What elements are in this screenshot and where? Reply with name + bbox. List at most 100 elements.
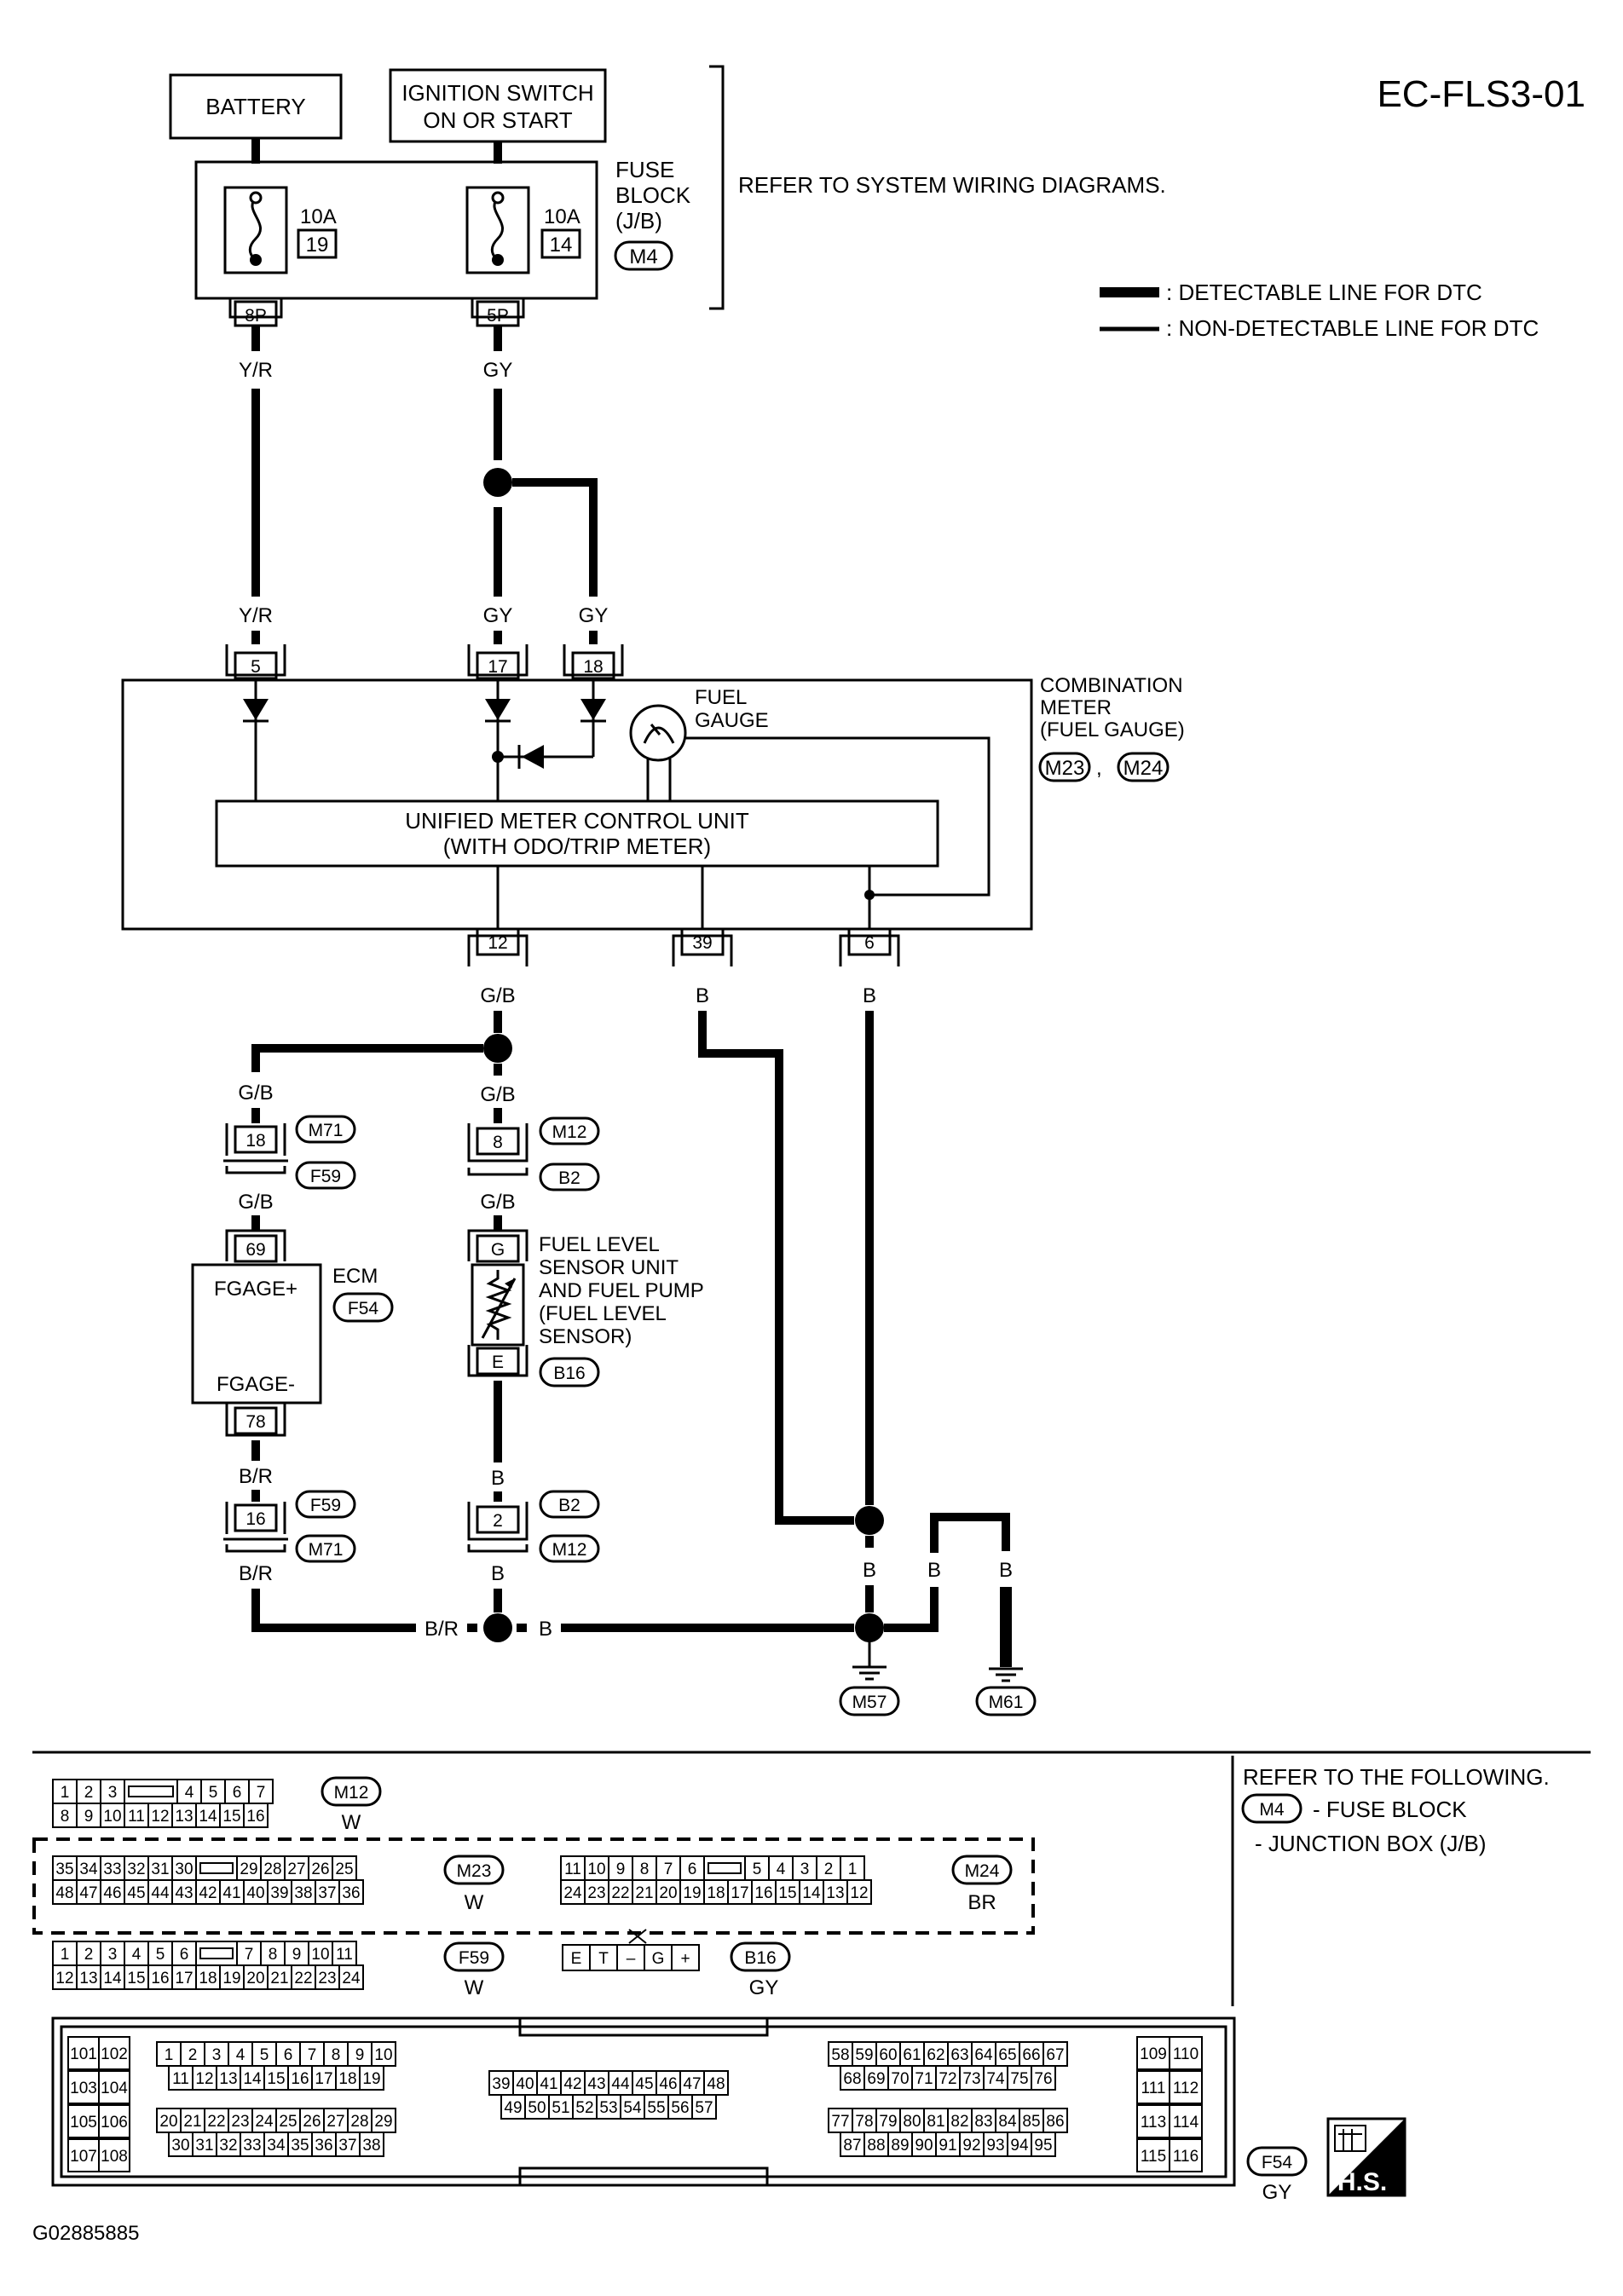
f59-cell: [171, 1964, 197, 1990]
diode-5: [243, 699, 269, 720]
ground-symbol-m57: [852, 1665, 887, 1681]
m12-cell: [100, 1803, 125, 1828]
f54-cell: [887, 2132, 913, 2157]
center-wire-top: G/B: [480, 1083, 515, 1106]
m24-cell: [751, 1879, 777, 1905]
fuse-block-label-3: (J/B): [615, 208, 662, 234]
m23-pin: 44: [151, 1884, 170, 1902]
splice-ground-right: [855, 1506, 884, 1535]
f54-cell: [1136, 2036, 1170, 2070]
f54-pin: 33: [243, 2137, 261, 2155]
f54-cell: [863, 2132, 889, 2157]
connector-f59-name: F59: [459, 1948, 489, 1968]
m24-pin: 19: [683, 1884, 701, 1902]
m23-pin: 41: [222, 1884, 240, 1902]
f59-cell: [195, 1941, 238, 1966]
m23-cell: [195, 1879, 221, 1905]
f54-pin: 14: [243, 2070, 262, 2088]
f54-pin: 108: [101, 2148, 128, 2166]
m12-cell: [195, 1803, 221, 1828]
f54-pin: 81: [927, 2113, 944, 2131]
m23-cell: [171, 1855, 197, 1881]
left-wire-bottom: B/R: [239, 1562, 273, 1585]
meter-pin-5: 5: [251, 657, 261, 677]
f54-pin: 9: [355, 2046, 365, 2064]
connector-b16-color: GY: [749, 1976, 779, 1999]
f54-pin: 105: [70, 2114, 97, 2132]
f54-pin: 58: [831, 2046, 849, 2064]
f54-pin: 19: [362, 2070, 380, 2088]
m24-key: [708, 1862, 742, 1874]
connector-m23-name: M23: [457, 1861, 492, 1881]
left-joint-pin-18: 18: [245, 1131, 265, 1151]
m23-pin: 42: [199, 1884, 217, 1902]
f54-cell: [240, 2132, 265, 2157]
f54-pin: 66: [1022, 2046, 1040, 2064]
refer-following-title: REFER TO THE FOLLOWING.: [1243, 1764, 1550, 1790]
f54-cell: [1019, 2041, 1044, 2067]
b16-cell: [671, 1944, 700, 1971]
m12-cell: [248, 1779, 274, 1804]
wire-gy-18: GY: [579, 604, 609, 627]
f54-cell: [156, 2041, 182, 2067]
f59-pin: 8: [269, 1946, 278, 1964]
ground-wire-b4: B: [999, 1559, 1013, 1582]
f59-pin: 12: [55, 1970, 73, 1987]
m24-cell: [632, 1855, 657, 1881]
f54-pin: 47: [683, 2075, 701, 2093]
f54-cell: [1043, 2041, 1068, 2067]
connector-f54-name: F54: [1262, 2153, 1293, 2172]
f54-cell: [911, 2132, 937, 2157]
m24-cell: [727, 1879, 753, 1905]
f54-pin: 107: [70, 2148, 97, 2166]
m12-cell: [124, 1803, 149, 1828]
f54-pin: 38: [362, 2137, 380, 2155]
ground-wire-b2: B: [863, 1559, 876, 1582]
f54-pin: 55: [647, 2099, 665, 2117]
m24-pin: 21: [635, 1884, 653, 1902]
f54-pin: 78: [855, 2113, 873, 2131]
f54-pin: 54: [623, 2099, 642, 2117]
f54-cell: [1007, 2065, 1032, 2091]
f54-pin: 26: [303, 2113, 321, 2131]
meter-pin-12: 12: [488, 933, 507, 953]
m23-cell: [52, 1855, 78, 1881]
f54-pin: 104: [101, 2080, 128, 2097]
f54-pin: 102: [101, 2045, 128, 2063]
m12-pin: 8: [61, 1808, 70, 1826]
fuel-level-sensor-box: [471, 1263, 525, 1347]
f59-cell: [195, 1964, 221, 1990]
diode-17: [485, 699, 511, 720]
f54-pin: 89: [891, 2137, 909, 2155]
f54-pin: 73: [962, 2070, 980, 2088]
f54-pin: 10: [374, 2046, 392, 2064]
f54-pin: 59: [855, 2046, 873, 2064]
connector-m24-color: BR: [967, 1891, 996, 1914]
ecm-box: [191, 1263, 322, 1405]
f54-pin: 6: [284, 2046, 293, 2064]
f59-pin: 6: [180, 1946, 189, 1964]
f54-cell: [299, 2108, 325, 2133]
f59-pin: 11: [336, 1946, 353, 1964]
meter-label-2: METER: [1040, 696, 1112, 719]
m23-key: [199, 1862, 234, 1874]
f54-cell: [512, 2070, 538, 2096]
f54-pin: 90: [915, 2137, 933, 2155]
f54-pin: 53: [599, 2099, 617, 2117]
f54-cell: [875, 2108, 901, 2133]
f54-cell: [240, 2065, 265, 2091]
f54-pin: 110: [1173, 2045, 1198, 2063]
refer-system-text: REFER TO SYSTEM WIRING DIAGRAMS.: [738, 172, 1166, 198]
f59-pin: 3: [108, 1946, 118, 1964]
f54-pin: 112: [1173, 2080, 1198, 2097]
m24-cell: [632, 1879, 657, 1905]
f54-pin: 30: [171, 2137, 189, 2155]
figure-code: G02885885: [32, 2222, 139, 2245]
m24-cell: [840, 1855, 865, 1881]
m24-pin: 2: [824, 1860, 834, 1878]
f54-cell: [275, 2108, 301, 2133]
f54-cell: [983, 2065, 1008, 2091]
